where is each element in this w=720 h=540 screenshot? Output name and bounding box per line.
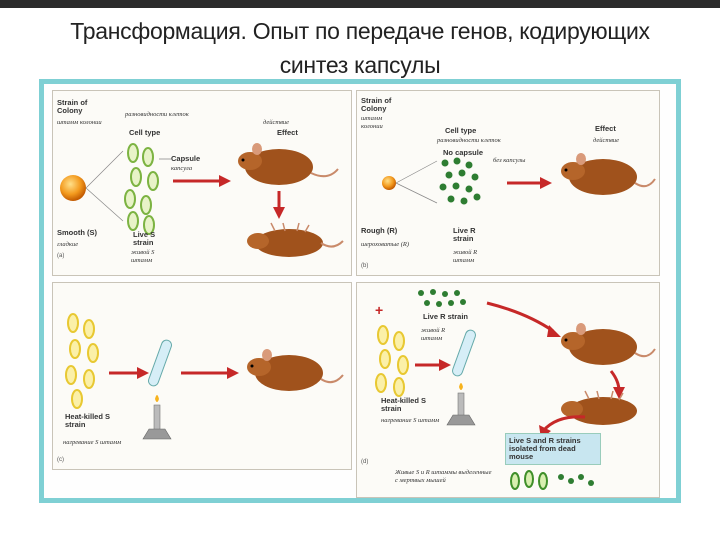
cell-type-ru: разновидности клеток <box>437 137 501 144</box>
rough-ru: шероховатые (R) <box>361 241 410 248</box>
effect-ru: действие <box>593 137 620 144</box>
smooth-colony-icon <box>60 175 86 201</box>
pointer-line <box>85 150 124 189</box>
effect-label: Effect <box>595 124 616 133</box>
panel-a-drawing <box>60 143 344 257</box>
s-cells-group <box>124 143 159 235</box>
burner-icon <box>446 383 476 426</box>
cell-type-ru: разновидности клеток <box>125 111 189 118</box>
dead-mouse-icon <box>247 222 344 257</box>
strain-of-colony-label: Strain of Colony <box>361 96 392 113</box>
test-tube-icon <box>148 339 172 387</box>
r-cells-group <box>439 157 481 205</box>
panel-b-drawing <box>382 153 656 205</box>
mouse-icon <box>561 153 656 195</box>
title-line-1: Трансформация. Опыт по передаче генов, к… <box>70 18 650 44</box>
capsule-ru: капсула <box>171 165 193 172</box>
live-r-ru: живой R штамм <box>453 249 478 264</box>
strain-of-colony-ru: штамм колонии <box>57 119 102 126</box>
pointer-line <box>85 187 124 222</box>
panel-a: Strain of Colony штамм колонии разновидн… <box>52 90 352 276</box>
plus-sign: + <box>375 302 383 318</box>
rough-colony-icon <box>382 176 396 190</box>
live-r-ru: живой R штамм <box>421 327 446 342</box>
mouse-icon <box>238 143 339 185</box>
test-tube-icon <box>452 329 476 377</box>
effect-label: Effect <box>277 128 298 137</box>
effect-ru: действие <box>263 119 290 126</box>
heat-killed-cells-group <box>375 325 409 397</box>
mouse-icon <box>561 323 656 365</box>
heat-killed-label: Heat-killed S strain <box>65 412 111 429</box>
panel-c-drawing <box>65 313 344 440</box>
isolated-cells-group <box>510 470 594 490</box>
r-cells-group <box>418 289 466 307</box>
isolated-label: Live S and R strains isolated from dead … <box>509 436 581 461</box>
mouse-icon <box>247 349 344 391</box>
result-box: Live S and R strains isolated from dead … <box>505 433 601 465</box>
cell-type-label: Cell type <box>445 126 477 135</box>
live-r-label: Live R strain <box>453 226 476 243</box>
panel-letter: (a) <box>57 253 65 259</box>
heat-killed-cells-group <box>65 313 99 409</box>
no-capsule-label: No capsule <box>443 148 484 157</box>
top-bar <box>0 0 720 8</box>
heat-killed-ru: нагревание S штамм <box>381 417 440 424</box>
live-s-ru: живой S штамм <box>131 249 155 264</box>
smooth-ru: гладкие <box>57 241 79 248</box>
no-capsule-ru: без капсулы <box>493 157 526 164</box>
slide-title: Трансформация. Опыт по передаче генов, к… <box>20 14 700 82</box>
arrow-to-mouse <box>486 301 554 333</box>
strain-of-colony-label: Strain of Colony <box>57 98 88 115</box>
dead-mouse-icon <box>561 390 637 425</box>
rough-label: Rough (R) <box>361 226 398 235</box>
panel-c: Heat-killed S strain нагревание S штамм … <box>52 282 352 470</box>
panel-b: Strain of Colony штамм колонии Cell type… <box>356 90 660 276</box>
heat-killed-label: Heat-killed S strain <box>381 396 427 413</box>
live-r-label: Live R strain <box>423 312 469 321</box>
cell-type-label: Cell type <box>129 128 161 137</box>
isolated-ru: Живые S и R штаммы выделенные с мертвых … <box>395 469 492 484</box>
heat-killed-ru: нагревание S штамм <box>63 439 122 446</box>
smooth-label: Smooth (S) <box>57 228 97 237</box>
panel-d: + <box>356 282 660 498</box>
burner-icon <box>142 395 172 440</box>
strain-of-colony-ru: штамм колонии <box>361 115 383 130</box>
panel-letter: (c) <box>57 457 64 463</box>
panel-letter: (d) <box>361 459 369 465</box>
capsule-label: Capsule <box>171 154 201 163</box>
panel-d-drawing: + <box>375 289 656 490</box>
panel-letter: (b) <box>361 263 369 269</box>
title-line-2: синтез капсулы <box>279 52 441 78</box>
live-s-label: Live S strain <box>133 230 156 247</box>
